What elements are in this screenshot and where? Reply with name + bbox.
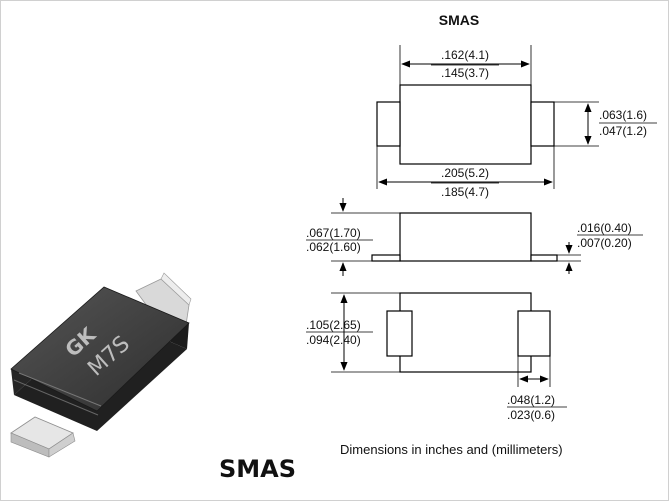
dim-overall-length-min: .185(4.7) (441, 185, 489, 199)
dim-pad-length-min: .023(0.6) (507, 408, 555, 422)
top-view: .162(4.1) .145(3.7) .063(1.6) .047(1.2) … (376, 45, 657, 199)
bottom-view-body (399, 292, 532, 373)
dim-body-width-max: .105(2.65) (306, 318, 361, 332)
dim-pad-length-max: .048(1.2) (507, 393, 555, 407)
side-view-body (399, 212, 532, 262)
side-view: .067(1.70) .062(1.60) .016(0.40) .007(0.… (306, 198, 643, 276)
bottom-view: .105(2.65) .094(2.40) .048(1.2) .023(0.6… (306, 292, 567, 422)
dim-lead-width-max: .063(1.6) (599, 108, 647, 122)
side-view-lead-left (371, 254, 401, 262)
dim-height-min: .062(1.60) (306, 240, 361, 254)
side-view-lead-right (530, 254, 558, 262)
dim-body-length-min: .145(3.7) (441, 66, 489, 80)
dim-overall-length-max: .205(5.2) (441, 166, 489, 180)
dim-lead-width-min: .047(1.2) (599, 124, 647, 138)
top-view-lead-right (530, 101, 555, 147)
package-photo: GK M7S (10, 272, 192, 458)
top-view-lead-left (376, 101, 401, 147)
dim-body-width-min: .094(2.40) (306, 333, 361, 347)
package-caption: SMAS (219, 455, 296, 483)
units-note: Dimensions in inches and (millimeters) (340, 442, 563, 457)
bottom-view-pad-left (386, 310, 413, 357)
dim-body-length-max: .162(4.1) (441, 48, 489, 62)
dim-lead-thickness-min: .007(0.20) (577, 236, 632, 250)
dim-height-max: .067(1.70) (306, 226, 361, 240)
bottom-view-pad-right (517, 310, 551, 357)
dim-lead-thickness-max: .016(0.40) (577, 221, 632, 235)
drawing-title: SMAS (439, 12, 479, 28)
top-view-body (399, 84, 532, 165)
